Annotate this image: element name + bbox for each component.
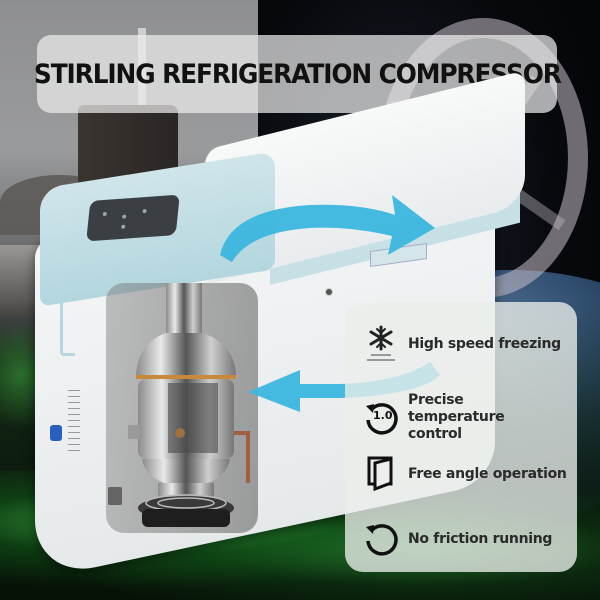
compressor-illustration: [128, 283, 250, 527]
feature-item: Free angle operation: [362, 455, 567, 493]
snowflake-icon: [362, 325, 400, 363]
control-button: [121, 224, 126, 229]
icon-text: 1.0: [373, 408, 393, 422]
control-button: [122, 214, 127, 219]
feature-label: Free angle operation: [408, 465, 567, 482]
rotate-ccw-icon: [362, 520, 400, 558]
control-button: [102, 211, 107, 217]
side-handle: [60, 290, 75, 356]
screw: [325, 288, 333, 296]
control-panel: [86, 194, 180, 242]
control-button: [142, 208, 147, 214]
power-port-icon: [50, 425, 62, 441]
door-open-icon: [362, 455, 400, 493]
feature-label: Precise temperature control: [408, 392, 505, 442]
feature-item: 1.0 Precise temperature control: [362, 392, 558, 443]
feature-item: High speed freezing: [362, 325, 561, 363]
side-vent: [68, 390, 88, 470]
feature-item: No friction running: [362, 520, 552, 558]
feature-label: No friction running: [408, 530, 553, 547]
feature-label: High speed freezing: [408, 335, 561, 352]
rotate-1-0-icon: 1.0: [362, 399, 400, 437]
